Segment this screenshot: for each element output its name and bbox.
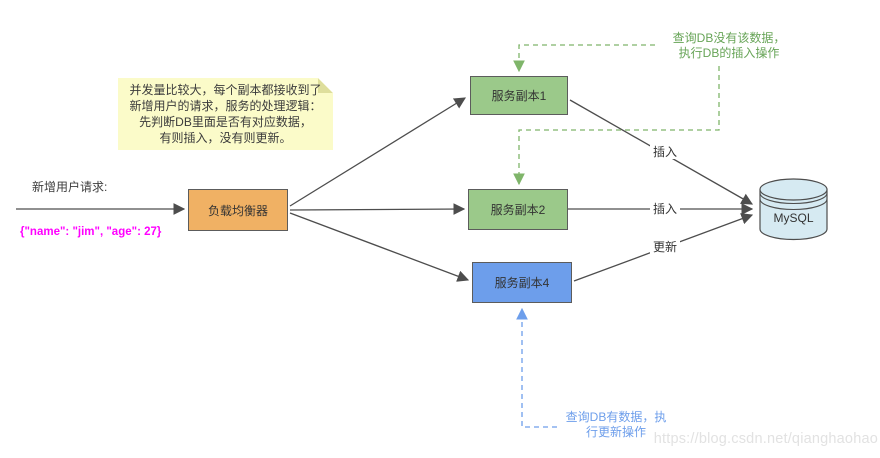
edge-label-update-replica4: 更新 — [650, 240, 680, 254]
annotation-update-flow: 查询DB有数据，执 行更新操作 — [565, 410, 667, 439]
node-load-balancer: 负载均衡器 — [188, 189, 288, 231]
arrow-lb-to-replica1 — [289, 97, 466, 207]
sticky-note: 并发量比较大，每个副本都接收到了 新增用户的请求，服务的处理逻辑： 先判断DB里… — [118, 78, 333, 150]
green-dashed-connector-replica1 — [513, 44, 655, 73]
watermark-url: https://blog.csdn.net/qianghaohao — [653, 431, 878, 447]
node-replica2: 服务副本2 — [468, 189, 568, 230]
node-replica4-label: 服务副本4 — [494, 276, 550, 290]
note-text: 并发量比较大，每个副本都接收到了 新增用户的请求，服务的处理逻辑： 先判断DB里… — [129, 83, 322, 145]
edge-label-insert-replica1: 插入 — [650, 145, 680, 159]
request-payload-text: {"name": "jim", "age": 27} — [20, 226, 162, 238]
node-replica1-label: 服务副本1 — [491, 89, 547, 103]
node-replica2-label: 服务副本2 — [490, 203, 546, 217]
node-load-balancer-label: 负载均衡器 — [207, 203, 268, 218]
edge-label-insert-replica2: 插入 — [650, 202, 680, 216]
green-dashed-connector-replica2 — [513, 66, 720, 186]
node-mysql-label: MySQL — [773, 211, 814, 225]
blue-dashed-connector-replica4 — [516, 307, 557, 428]
annotation-insert-flow: 查询DB没有该数据， 执行DB的插入操作 — [672, 31, 786, 60]
input-request-label: 新增用户请求: — [32, 180, 108, 194]
node-replica1: 服务副本1 — [470, 76, 568, 115]
arrow-lb-to-replica4 — [289, 212, 470, 282]
node-replica4: 服务副本4 — [472, 262, 572, 303]
arrow-lb-to-replica2 — [289, 203, 466, 215]
database-cylinder-icon — [759, 178, 828, 241]
